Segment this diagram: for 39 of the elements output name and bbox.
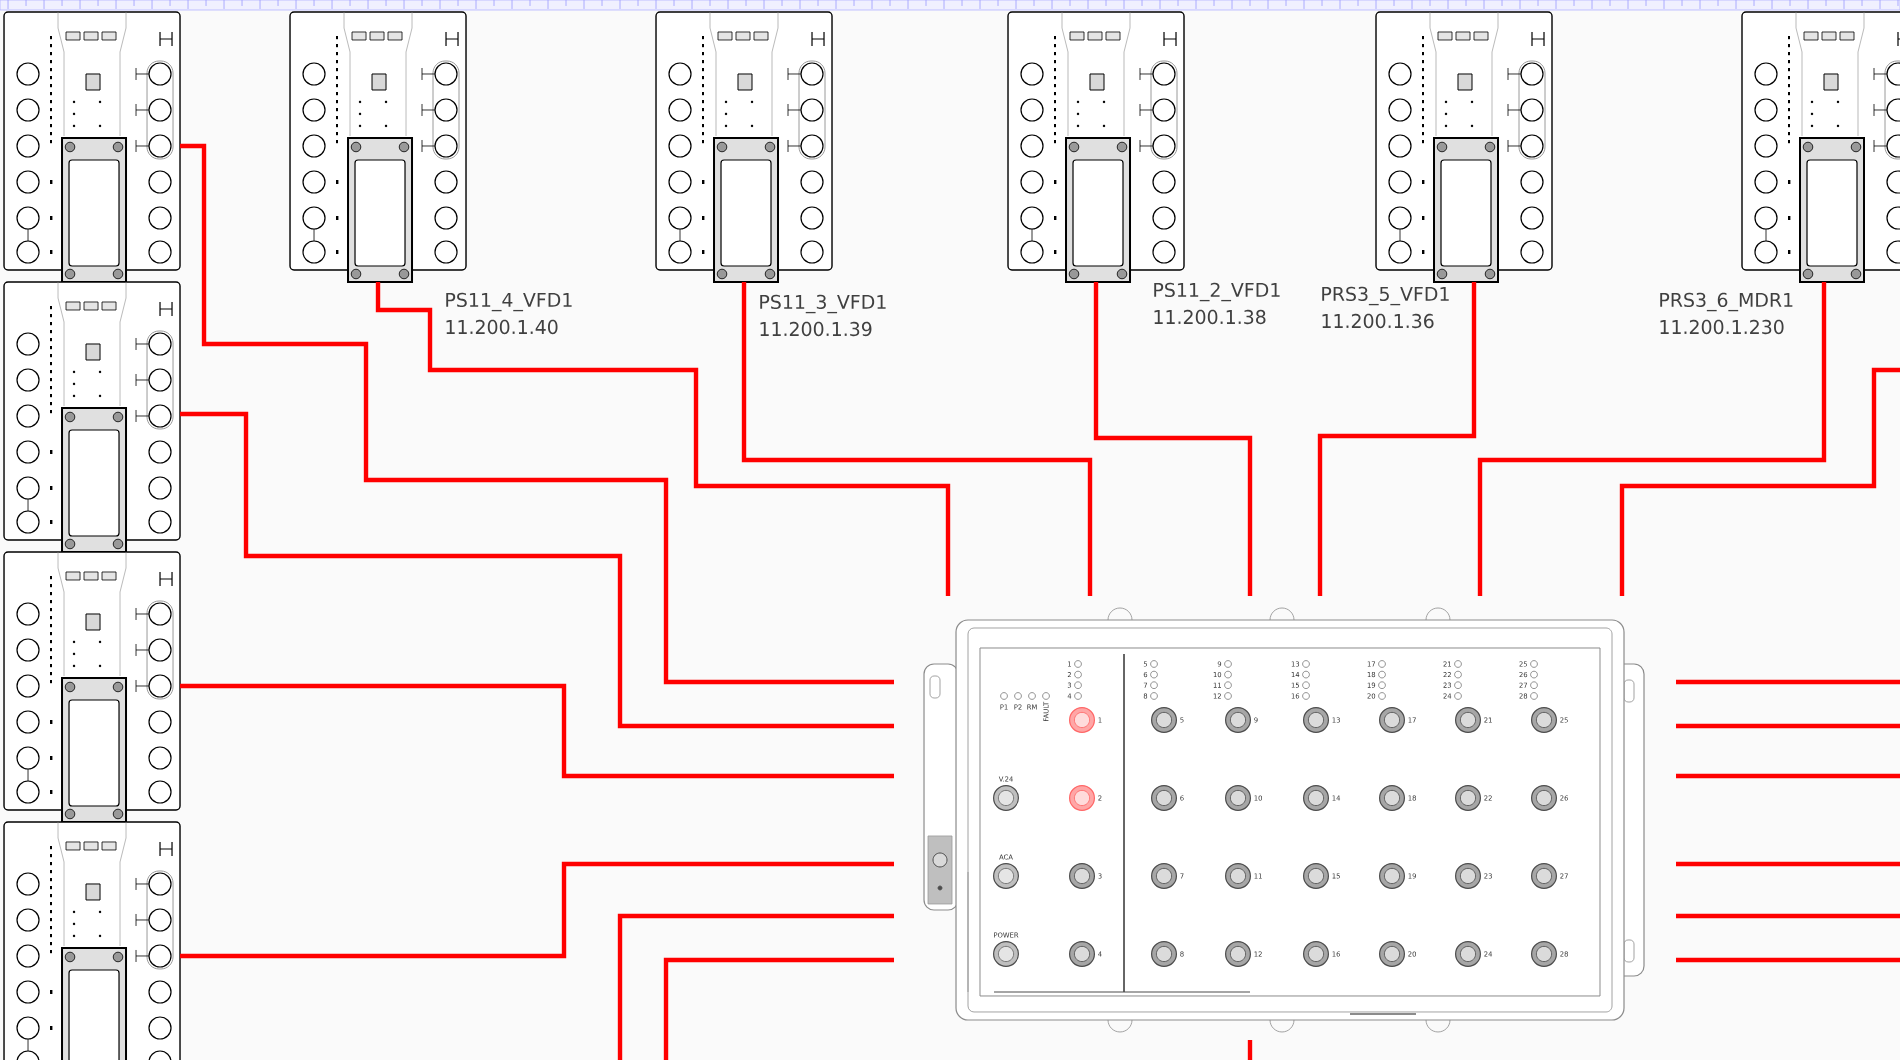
io-module-drawing [3,281,181,553]
cable-line [1676,773,1900,779]
io-module-drawing [655,11,833,283]
cable-line [617,913,894,1060]
device-label: 11.200.1.39 [760,321,872,337]
cable-line [663,957,894,1060]
cable-line [180,143,894,685]
io-module-drawing [3,11,181,283]
io-module-drawing [1375,11,1553,283]
cable-line [1676,861,1900,867]
cable-line [180,683,894,779]
io-module-drawing [1741,11,1900,283]
io-module-drawing [3,551,181,823]
device-label: 11.200.1.40 [446,319,558,335]
device-label: PRS3_6_MDR1 [1660,292,1793,312]
device-label: 11.200.1.230 [1660,319,1784,335]
device-label: PS11_2_VFD1 [1154,282,1280,302]
device-label: PS11_3_VFD1 [760,294,886,314]
cable-line [741,282,1093,596]
cable-line [1619,367,1900,596]
cable-line [180,861,894,959]
device-label: 11.200.1.38 [1154,309,1266,325]
cable-line [1676,723,1900,729]
io-module-drawing [3,821,181,1060]
cable-line [1093,282,1253,596]
device-label: 11.200.1.36 [1322,313,1434,329]
io-module-drawing [289,11,467,283]
device-label: PRS3_5_VFD1 [1322,286,1449,306]
io-module-drawing [1007,11,1185,283]
cable-line [1317,282,1477,596]
cable-line [1676,913,1900,919]
cable-line [1676,957,1900,963]
cable-line [1477,282,1827,596]
cable-line [180,411,894,729]
device-label: PS11_4_VFD1 [446,292,572,312]
network-switch-drawing [923,607,1645,1033]
cable-line [1247,1040,1253,1060]
cable-line [375,282,951,596]
cable-line [1676,679,1900,685]
